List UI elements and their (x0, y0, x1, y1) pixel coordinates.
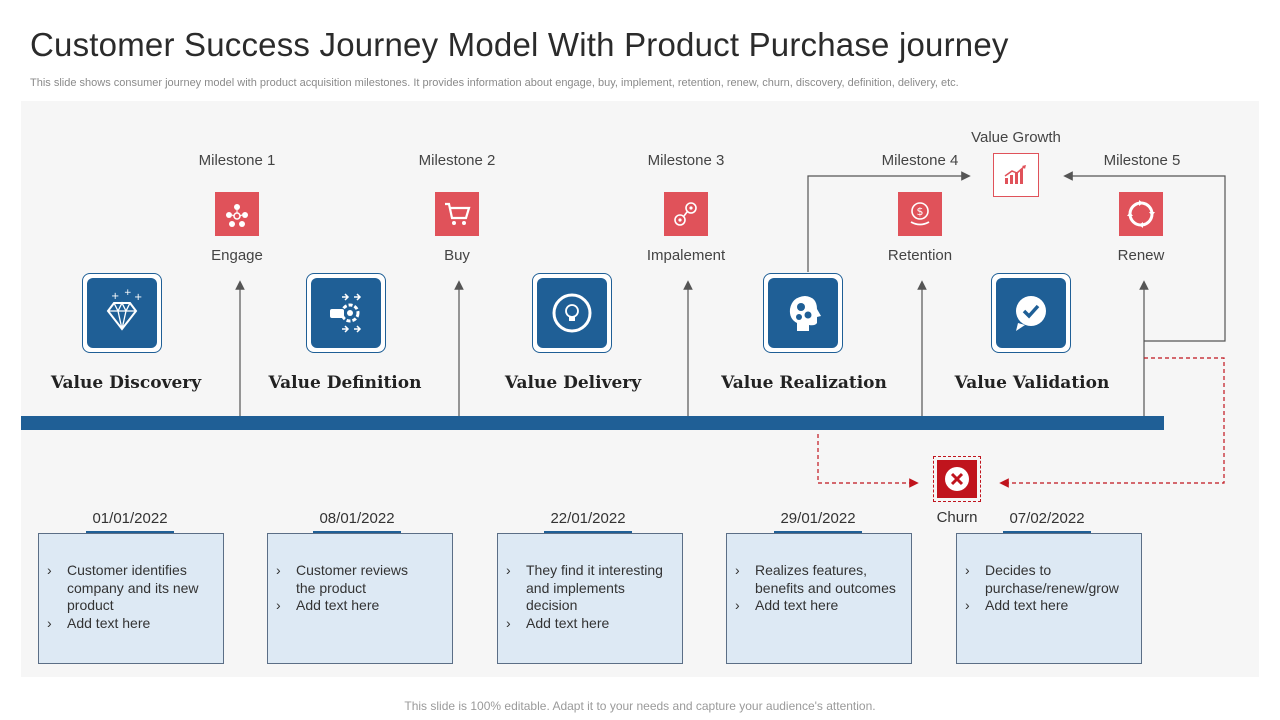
chevron-right-icon: › (735, 597, 740, 613)
list-item: › Add text here (47, 615, 215, 633)
stage-value-delivery: Value Delivery (504, 373, 642, 393)
action-renew: Renew (1117, 247, 1165, 264)
chevron-right-icon: › (276, 597, 281, 613)
date-underline (313, 531, 401, 534)
milestone-card-2: › Customer reviews the product › Add text … (267, 533, 453, 664)
arrow-growth-left (807, 171, 971, 272)
card-text: Add text here (526, 614, 610, 631)
chevron-right-icon: › (965, 597, 970, 613)
churn-label: Churn (936, 509, 978, 526)
arrow-churn-left (817, 434, 919, 488)
svg-text:+: + (134, 292, 142, 303)
milestone-1-label: Milestone 1 (198, 152, 276, 169)
milestone-card-5: › Decides to purchase/renew/grow › Add tex… (956, 533, 1142, 664)
action-engage: Engage (211, 247, 263, 264)
arrow-growth-right (1063, 171, 1226, 342)
list-item: › Realizes features, benefits and outcome… (735, 562, 903, 597)
card-text: Decides to purchase/renew/grow (985, 562, 1119, 596)
close-circle-icon (937, 460, 977, 498)
timeline-bar (21, 416, 1164, 430)
dollar-target-icon: $ (898, 192, 942, 236)
card-text: Customer reviews the product (296, 562, 409, 596)
list-item: › They find it interesting and implements… (506, 562, 674, 615)
card-text: Add text here (67, 614, 151, 631)
chevron-right-icon: › (47, 614, 52, 631)
renew-arrows-icon (1119, 192, 1163, 236)
page-title: Customer Success Journey Model With Prod… (30, 26, 1009, 63)
check-chat-icon (991, 273, 1071, 353)
hand-gear-icon (306, 273, 386, 353)
arrow-churn-right (999, 357, 1225, 488)
svg-text:$: $ (917, 205, 924, 218)
list-item: › Decides to purchase/renew/grow (965, 562, 1133, 597)
card-text: Realizes features, benefits and outcomes (755, 562, 896, 596)
card-text: Add text here (985, 597, 1069, 613)
date-underline (544, 531, 632, 534)
milestone-5-label: Milestone 5 (1103, 152, 1181, 169)
card-text: Add text here (296, 597, 380, 613)
milestone-card-1: › Customer identifies company and its new… (38, 533, 224, 664)
date-underline (1003, 531, 1091, 534)
date-5: 07/02/2022 (1009, 510, 1085, 527)
footer-note: This slide is 100% editable. Adapt it to… (404, 699, 876, 713)
value-growth-label: Value Growth (971, 129, 1061, 146)
chevron-right-icon: › (506, 614, 511, 631)
milestone-3-label: Milestone 3 (647, 152, 725, 169)
action-retention: Retention (887, 247, 953, 264)
date-4: 29/01/2022 (780, 510, 856, 527)
chevron-right-icon: › (506, 562, 511, 578)
date-3: 22/01/2022 (550, 510, 626, 527)
card-text: Customer identifies company and its new … (67, 562, 199, 613)
stage-value-validation: Value Validation (954, 373, 1110, 393)
network-people-icon (215, 192, 259, 236)
head-gears-icon (763, 273, 843, 353)
page-subtitle: This slide shows consumer journey model … (30, 77, 959, 89)
chevron-right-icon: › (965, 562, 970, 578)
diamond-icon: + + + (82, 273, 162, 353)
list-item: › Add text here (506, 615, 674, 633)
list-item: › Add text here (276, 597, 444, 615)
process-nodes-icon (664, 192, 708, 236)
date-underline (86, 531, 174, 534)
chevron-right-icon: › (47, 562, 52, 578)
card-text: Add text here (755, 597, 839, 613)
action-buy: Buy (444, 247, 470, 264)
svg-text:+: + (124, 288, 132, 298)
shopping-cart-icon (435, 192, 479, 236)
list-item: › Add text here (965, 597, 1133, 615)
milestone-card-3: › They find it interesting and implements… (497, 533, 683, 664)
date-2: 08/01/2022 (319, 510, 395, 527)
stage-value-definition: Value Definition (268, 373, 422, 393)
churn-box (933, 456, 981, 502)
stage-value-discovery: Value Discovery (50, 373, 202, 393)
milestone-card-4: › Realizes features, benefits and outcome… (726, 533, 912, 664)
list-item: › Add text here (735, 597, 903, 615)
date-underline (774, 531, 862, 534)
list-item: › Customer identifies company and its new… (47, 562, 215, 615)
milestone-2-label: Milestone 2 (418, 152, 496, 169)
growth-chart-icon (993, 153, 1039, 197)
lightbulb-cycle-icon (532, 273, 612, 353)
date-1: 01/01/2022 (92, 510, 168, 527)
svg-text:+: + (111, 291, 119, 302)
list-item: › Customer reviews the product (276, 562, 444, 597)
chevron-right-icon: › (276, 562, 281, 578)
card-text: They find it interesting and implements … (526, 562, 663, 613)
action-implement: Impalement (646, 247, 726, 264)
milestone-4-label: Milestone 4 (881, 152, 959, 169)
stage-value-realization: Value Realization (721, 373, 887, 393)
chevron-right-icon: › (735, 562, 740, 578)
